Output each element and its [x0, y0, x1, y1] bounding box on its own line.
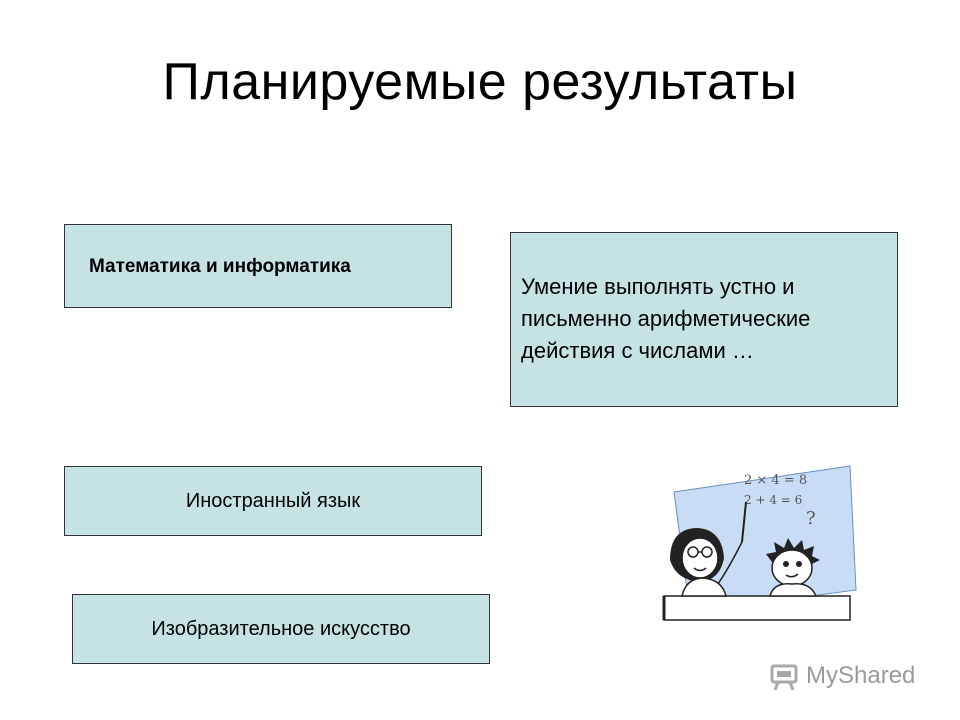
slide-title: Планируемые результаты	[162, 53, 798, 111]
watermark-name: MyShared	[806, 662, 916, 689]
question-mark: ?	[806, 508, 816, 529]
foreign-language-box: Иностранный язык	[64, 466, 482, 536]
desk	[663, 595, 851, 621]
equation-1: 2 × 4 = 8	[744, 473, 807, 488]
boy-figure	[766, 538, 820, 597]
arithmetic-skill-box: Умение выполнять устно и письменно арифм…	[510, 232, 898, 407]
classroom-clipart: 2 × 4 = 8 2 + 4 = 6 ?	[662, 465, 857, 621]
pointer-stick	[741, 501, 747, 543]
presentation-board-icon	[770, 664, 798, 691]
equation-2: 2 + 4 = 6	[744, 493, 802, 507]
girl-figure	[670, 528, 743, 597]
fine-art-box: Изобразительное искусство	[72, 594, 490, 664]
myshared-watermark: MyShared	[768, 656, 928, 696]
math-informatics-box: Математика и информатика	[64, 224, 452, 308]
